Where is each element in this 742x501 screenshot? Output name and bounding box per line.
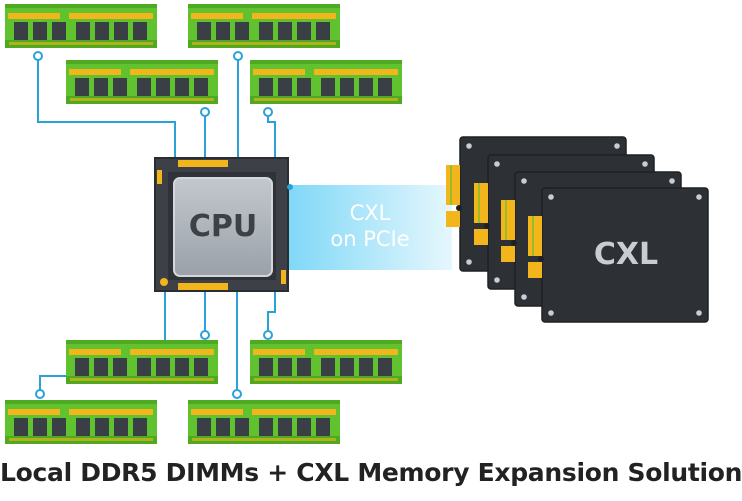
dimm-top-right-outer	[188, 4, 340, 48]
dimm-bottom-left-inner	[66, 340, 218, 384]
memory-expansion-diagram: CXL on PCIe CPU CXL	[5, 4, 709, 444]
cxl-card-label: CXL	[594, 237, 658, 272]
cpu-label: CPU	[189, 209, 257, 244]
dimm-bottom-left-outer	[5, 400, 157, 444]
link-label-line1: CXL	[350, 201, 391, 225]
cpu-chip: CPU	[154, 157, 293, 292]
dimm-bottom-right-inner	[250, 340, 402, 384]
dimm-bottom-right-outer	[188, 400, 340, 444]
cxl-link-band	[288, 185, 452, 270]
dimm-top-left-outer	[5, 4, 157, 48]
dimm-top-right-inner	[250, 60, 402, 104]
wire-endpoints	[33, 51, 273, 399]
link-label-line2: on PCIe	[330, 227, 409, 251]
dimm-top-left-inner	[66, 60, 218, 104]
diagram-caption: Local DDR5 DIMMs + CXL Memory Expansion …	[0, 458, 742, 487]
